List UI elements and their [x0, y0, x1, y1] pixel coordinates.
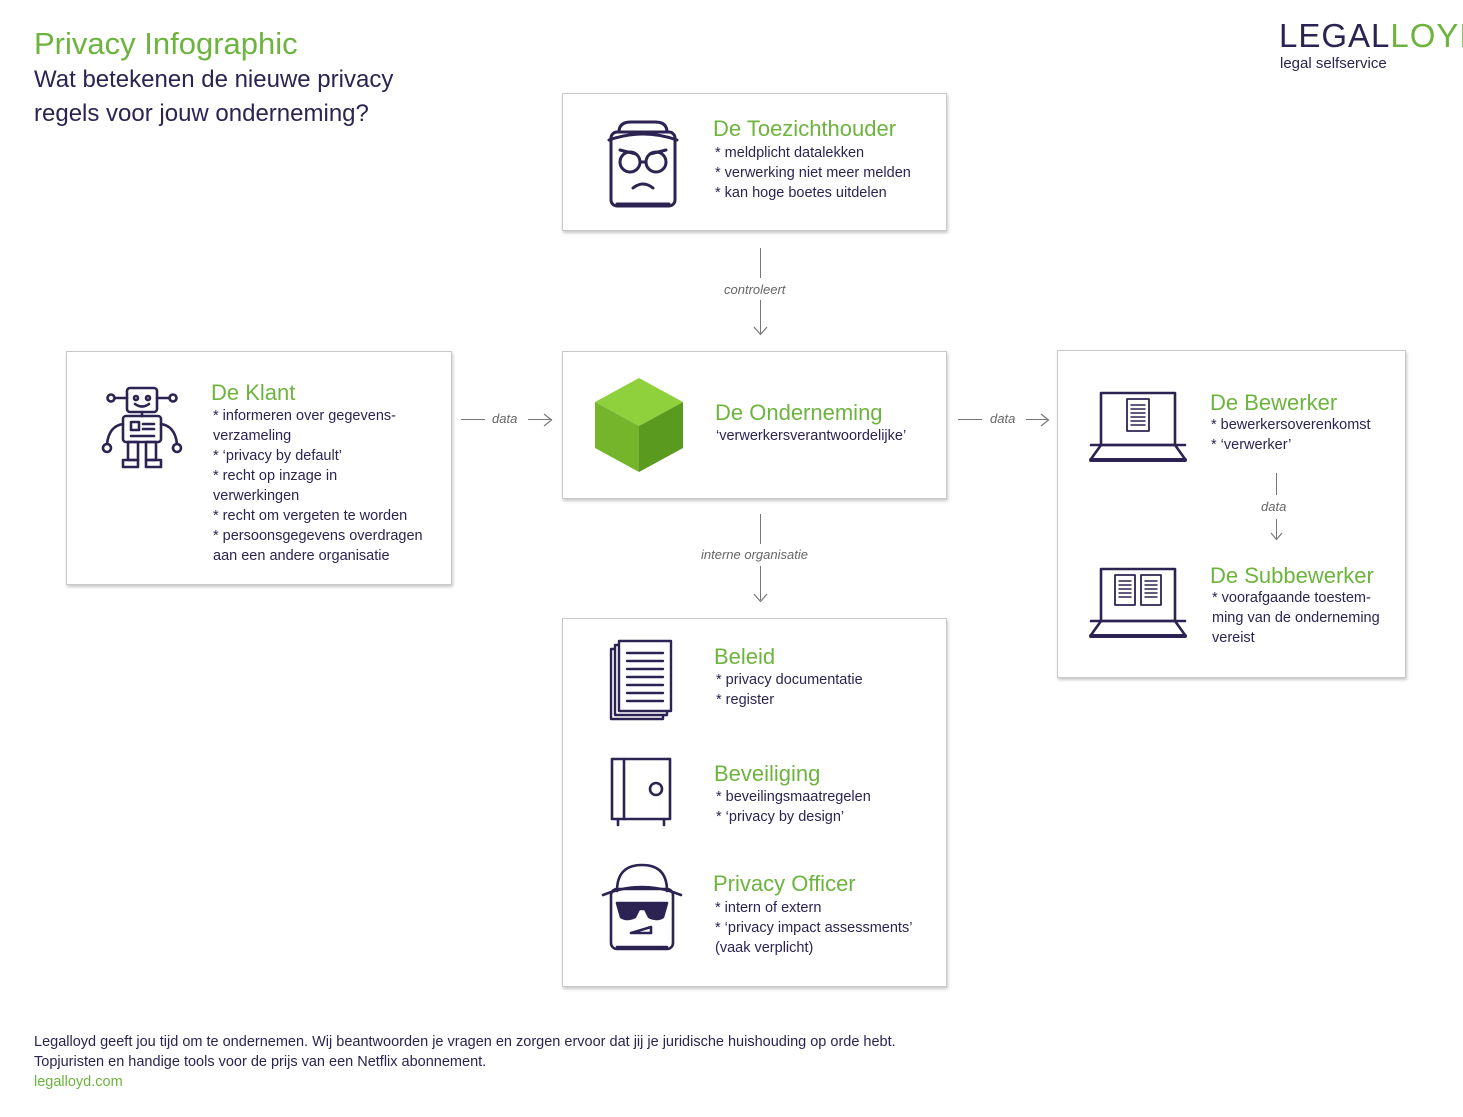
- connector-controleert-line-bottom: [760, 300, 761, 334]
- connector-interne-line-bottom: [760, 566, 761, 600]
- beveiliging-line: * beveilingsmaatregelen: [716, 789, 871, 805]
- toezichthouder-title: De Toezichthouder: [713, 116, 897, 141]
- toezichthouder-line: * kan hoge boetes uitdelen: [715, 185, 887, 201]
- onderneming-line: ‘verwerkersverantwoordelijke’: [716, 428, 907, 444]
- legalloyd-logo[interactable]: LEGALLOYD: [1279, 18, 1463, 54]
- connector-interne-line-top: [760, 514, 761, 544]
- footer-website-link[interactable]: legalloyd.com: [34, 1074, 123, 1090]
- subbewerker-line: * voorafgaande toestem-: [1212, 590, 1371, 606]
- connector-data-right-line2: [1026, 419, 1048, 420]
- arrow-right-icon: [543, 413, 553, 427]
- connector-label-data-left: data: [492, 411, 518, 426]
- connector-label-interne-organisatie: interne organisatie: [701, 547, 808, 562]
- beleid-line: * register: [716, 692, 775, 708]
- officer-line: * intern of extern: [715, 900, 822, 916]
- beveiliging-title: Beveiliging: [714, 761, 821, 786]
- connector-label-data-right: data: [990, 411, 1016, 426]
- officer-line: * ‘privacy impact assessments’: [715, 920, 913, 936]
- bewerker-title: De Bewerker: [1210, 390, 1338, 415]
- connector-controleert-line-top: [760, 248, 761, 278]
- klant-line: * persoonsgegevens overdragen: [213, 528, 423, 544]
- privacy-officer-icon: [601, 861, 683, 953]
- klant-title: De Klant: [211, 380, 296, 405]
- officer-title: Privacy Officer: [713, 871, 856, 896]
- connector-data-left-line2: [528, 419, 552, 420]
- connector-data-right-line: [958, 419, 982, 420]
- toezichthouder-line: * verwerking niet meer melden: [715, 165, 911, 181]
- klant-line: * recht om vergeten te worden: [213, 508, 408, 524]
- laptop-two-documents-icon: [1089, 567, 1187, 639]
- toezichthouder-card: De Toezichthouder * meldplicht datalekke…: [562, 93, 947, 231]
- interne-organisatie-card: Beleid * privacy documentatie * register…: [562, 618, 947, 987]
- klant-line: aan een andere organisatie: [213, 548, 390, 564]
- bewerker-card: De Bewerker * bewerkersoverenkomst * ‘ve…: [1057, 350, 1406, 678]
- cube-icon: [595, 378, 683, 472]
- klant-line: * recht op inzage in: [213, 468, 338, 484]
- bewerker-line: * bewerkersoverenkomst: [1211, 417, 1371, 433]
- arrow-down-icon: [753, 593, 768, 603]
- subbewerker-line: ming van de onderneming: [1212, 610, 1380, 626]
- klant-line: verwerkingen: [213, 488, 300, 504]
- arrow-down-icon: [1270, 532, 1283, 541]
- bewerker-line: * ‘verwerker’: [1211, 437, 1292, 453]
- robot-icon: [101, 386, 183, 470]
- subbewerker-title: De Subbewerker: [1210, 563, 1374, 588]
- onderneming-title: De Onderneming: [715, 400, 883, 425]
- connector-data-sub-line-bottom: [1276, 519, 1277, 539]
- connector-data-sub-line-top: [1276, 473, 1277, 495]
- officer-line: (vaak verplicht): [715, 940, 814, 956]
- klant-card: De Klant * informeren over gegevens- ver…: [66, 351, 452, 585]
- logo-part-legal: LEGAL: [1279, 17, 1391, 54]
- page-title: Privacy Infographic: [34, 26, 298, 61]
- klant-line: verzameling: [213, 428, 292, 444]
- klant-line: * informeren over gegevens-: [213, 408, 396, 424]
- klant-line: * ‘privacy by default’: [213, 448, 342, 464]
- footer: Legalloyd geeft jou tijd om te onderneme…: [34, 1032, 896, 1092]
- logo-tagline: legal selfservice: [1280, 55, 1387, 72]
- page-subtitle-line2: regels voor jouw onderneming?: [34, 100, 369, 127]
- safe-icon: [610, 757, 672, 827]
- arrow-right-icon: [1040, 413, 1050, 427]
- subbewerker-line: vereist: [1212, 630, 1255, 646]
- beleid-line: * privacy documentatie: [716, 672, 863, 688]
- connector-label-controleert: controleert: [724, 282, 786, 297]
- onderneming-card: De Onderneming ‘verwerkersverantwoordeli…: [562, 351, 947, 499]
- page-subtitle-line1: Wat betekenen de nieuwe privacy: [34, 66, 394, 93]
- documents-stack-icon: [609, 639, 673, 721]
- arrow-down-icon: [753, 326, 768, 336]
- footer-line2: Topjuristen en handige tools voor de pri…: [34, 1054, 487, 1070]
- footer-line1: Legalloyd geeft jou tijd om te onderneme…: [34, 1034, 896, 1050]
- toezichthouder-line: * meldplicht datalekken: [715, 145, 865, 161]
- beleid-title: Beleid: [714, 644, 776, 669]
- connector-label-data-sub: data: [1261, 499, 1287, 514]
- supervisor-icon: [603, 118, 683, 210]
- laptop-document-icon: [1089, 391, 1187, 463]
- logo-part-loyd: LOYD: [1390, 17, 1463, 54]
- beveiliging-line: * ‘privacy by design’: [716, 809, 845, 825]
- connector-data-left-line: [461, 419, 485, 420]
